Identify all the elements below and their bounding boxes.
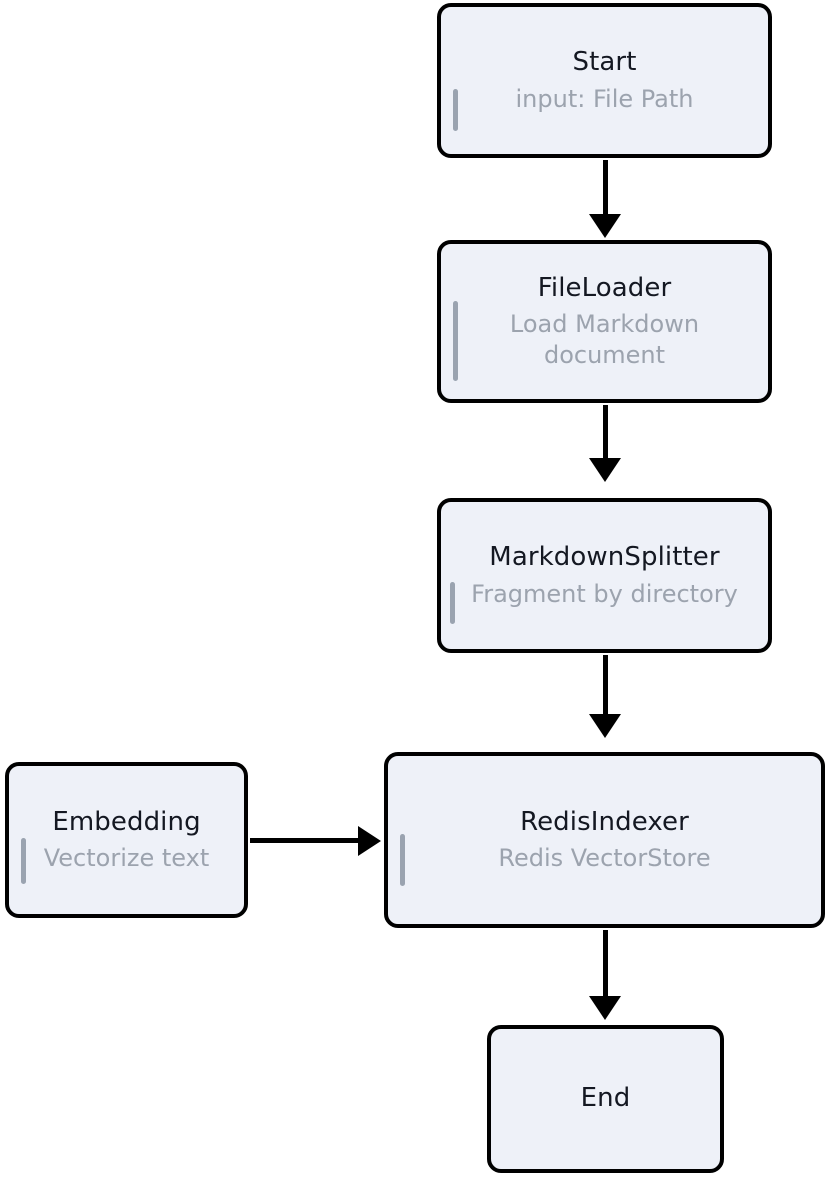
edge-redis-indexer-to-end xyxy=(603,930,608,1000)
edge-file-loader-to-markdown-splitter xyxy=(603,405,608,462)
node-file-loader[interactable]: FileLoader Load Markdown document xyxy=(437,240,772,403)
edge-markdown-splitter-to-redis-indexer-arrowhead xyxy=(589,714,621,738)
edge-markdown-splitter-to-redis-indexer xyxy=(603,655,608,719)
node-end[interactable]: End xyxy=(487,1025,724,1173)
edge-embedding-to-redis-indexer xyxy=(250,838,362,843)
edge-start-to-file-loader xyxy=(603,160,608,218)
node-redis-indexer[interactable]: RedisIndexer Redis VectorStore xyxy=(384,752,825,928)
node-redis-indexer-accent-bar xyxy=(400,834,405,886)
node-embedding[interactable]: Embedding Vectorize text xyxy=(5,762,248,918)
node-markdown-splitter-title: MarkdownSplitter xyxy=(489,542,720,573)
node-file-loader-subtitle: Load Markdown document xyxy=(509,309,700,370)
node-markdown-splitter[interactable]: MarkdownSplitter Fragment by directory xyxy=(437,498,772,653)
node-end-title: End xyxy=(580,1083,631,1114)
node-markdown-splitter-subtitle: Fragment by directory xyxy=(471,579,738,608)
node-embedding-accent-bar xyxy=(21,838,26,884)
node-file-loader-title: FileLoader xyxy=(537,272,672,303)
node-start-title: Start xyxy=(572,47,637,78)
edge-redis-indexer-to-end-arrowhead xyxy=(589,996,621,1020)
node-start-subtitle: input: File Path xyxy=(515,84,694,113)
node-redis-indexer-title: RedisIndexer xyxy=(520,806,689,837)
edge-start-to-file-loader-arrowhead xyxy=(589,214,621,238)
node-redis-indexer-subtitle: Redis VectorStore xyxy=(498,844,711,873)
node-start-accent-bar xyxy=(453,89,458,131)
node-file-loader-accent-bar xyxy=(453,301,458,381)
node-embedding-subtitle: Vectorize text xyxy=(43,844,210,873)
node-start[interactable]: Start input: File Path xyxy=(437,3,772,158)
edge-embedding-to-redis-indexer-arrowhead xyxy=(358,826,381,856)
node-embedding-title: Embedding xyxy=(52,806,201,837)
node-markdown-splitter-accent-bar xyxy=(450,582,455,624)
edge-file-loader-to-markdown-splitter-arrowhead xyxy=(589,458,621,482)
